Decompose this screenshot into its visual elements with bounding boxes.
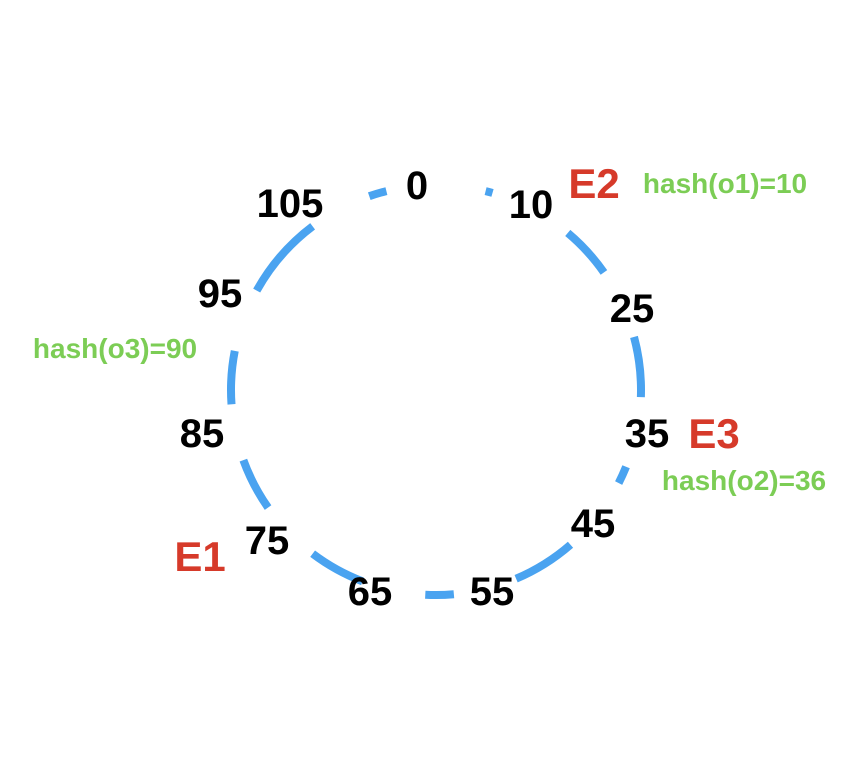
ring-position-label-105: 105 — [256, 182, 324, 226]
ring-arc-segment — [514, 541, 574, 583]
ring-position-label-75: 75 — [244, 519, 290, 563]
ring-arc-segment — [239, 458, 272, 510]
ring-position-label-95: 95 — [197, 272, 243, 316]
ring-arc-segment — [565, 229, 608, 275]
ring-arc-segment — [227, 350, 239, 405]
ring-position-label-45: 45 — [570, 502, 616, 546]
node-label-e1: E1 — [174, 533, 226, 580]
hash-label-o3: hash(o3)=90 — [32, 333, 198, 364]
ring-arc-segment — [253, 223, 316, 293]
node-label-e3: E3 — [688, 410, 740, 457]
ring-arc-segment — [630, 335, 645, 398]
ring-position-label-65: 65 — [347, 570, 393, 614]
ring-position-label-10: 10 — [508, 183, 554, 227]
ring-arc-segment — [310, 550, 365, 586]
ring-arc-segment — [367, 187, 388, 200]
ring-position-label-85: 85 — [179, 412, 225, 456]
ring-position-label-35: 35 — [624, 412, 670, 456]
ring-arc-segment — [484, 187, 494, 197]
hash-label-o2: hash(o2)=36 — [661, 465, 827, 496]
ring-arc-segment — [615, 465, 630, 485]
ring-position-label-25: 25 — [609, 287, 655, 331]
ring-arc-segment — [425, 590, 455, 599]
ring-position-label-55: 55 — [469, 570, 515, 614]
node-label-e2: E2 — [568, 160, 620, 207]
ring-position-label-0: 0 — [405, 164, 429, 208]
hash-label-o1: hash(o1)=10 — [642, 168, 808, 199]
ring-arcs — [227, 187, 645, 599]
